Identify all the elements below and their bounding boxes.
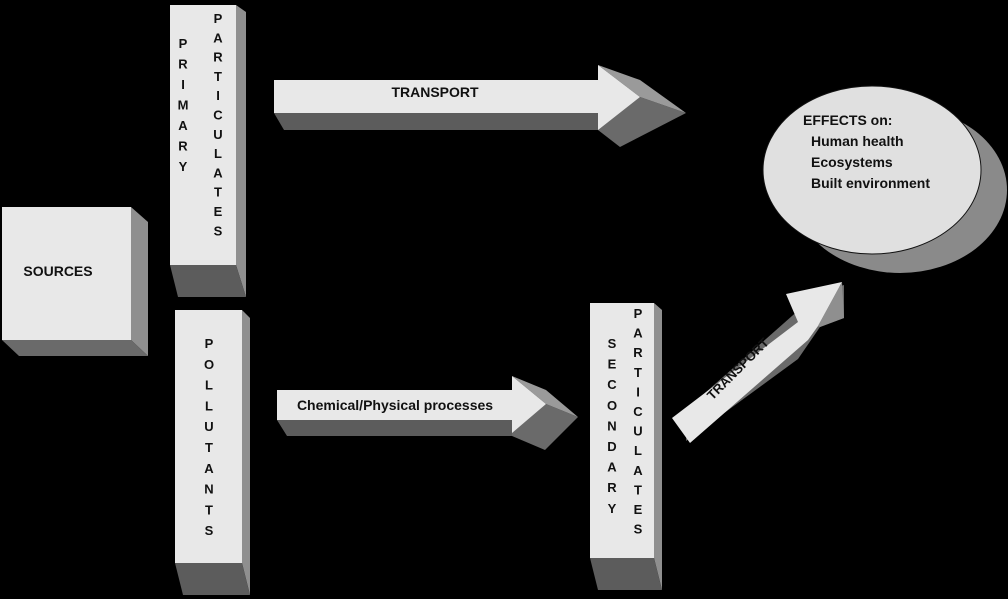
vertical-letter: A: [633, 326, 643, 341]
vertical-letter: T: [634, 482, 642, 497]
vertical-letter: P: [179, 36, 188, 51]
vertical-letter: E: [608, 357, 617, 372]
transport-top-label: TRANSPORT: [391, 84, 479, 100]
vertical-letter: S: [214, 223, 223, 238]
vertical-letter: A: [204, 461, 214, 476]
vertical-letter: L: [214, 146, 222, 161]
effects-title: EFFECTS on:: [803, 112, 892, 128]
vertical-letter: A: [633, 463, 643, 478]
vertical-letter: C: [607, 377, 617, 392]
transport-top-arrow: TRANSPORT: [274, 65, 686, 147]
vertical-letter: P: [205, 336, 214, 351]
vertical-letter: O: [204, 357, 214, 372]
vertical-letter: Y: [608, 501, 617, 516]
vertical-letter: A: [213, 30, 223, 45]
vertical-letter: P: [634, 306, 643, 321]
sources-label: SOURCES: [23, 263, 92, 279]
vertical-letter: T: [214, 185, 222, 200]
vertical-letter: L: [205, 398, 213, 413]
vertical-letter: I: [181, 77, 185, 92]
vertical-letter: A: [178, 118, 188, 133]
vertical-letter: U: [204, 419, 213, 434]
vertical-letter: U: [213, 127, 222, 142]
vertical-letter: T: [205, 440, 213, 455]
vertical-letter: O: [607, 398, 617, 413]
vertical-letter: L: [205, 378, 213, 393]
effects-item-built-environment: Built environment: [811, 175, 930, 191]
effects-ellipse: EFFECTS on: Human health Ecosystems Buil…: [762, 85, 1007, 273]
vertical-letter: E: [634, 502, 643, 517]
vertical-letter: C: [633, 404, 643, 419]
vertical-letter: E: [214, 204, 223, 219]
vertical-letter: T: [634, 365, 642, 380]
vertical-letter: S: [608, 336, 617, 351]
vertical-letter: A: [607, 460, 617, 475]
transport-diagonal-arrow: TRANSPORT: [672, 282, 844, 443]
vertical-letter: R: [178, 57, 188, 72]
vertical-letter: I: [636, 384, 640, 399]
vertical-letter: T: [205, 502, 213, 517]
vertical-letter: D: [607, 439, 616, 454]
effects-item-ecosystems: Ecosystems: [811, 154, 893, 170]
vertical-letter: R: [213, 50, 223, 65]
vertical-letter: N: [607, 418, 616, 433]
vertical-letter: A: [213, 165, 223, 180]
chemical-processes-arrow: Chemical/Physical processes: [277, 376, 578, 450]
sources-box: SOURCES: [2, 207, 148, 356]
vertical-letter: P: [214, 11, 223, 26]
vertical-letter: C: [213, 108, 223, 123]
vertical-letter: T: [214, 69, 222, 84]
vertical-letter: I: [216, 88, 220, 103]
vertical-letter: U: [633, 424, 642, 439]
vertical-letter: S: [634, 522, 643, 537]
vertical-letter: S: [205, 523, 214, 538]
effects-item-human-health: Human health: [811, 133, 904, 149]
vertical-letter: Y: [179, 159, 188, 174]
vertical-letter: R: [178, 139, 188, 154]
chemical-processes-label: Chemical/Physical processes: [297, 397, 493, 413]
vertical-letter: R: [607, 480, 617, 495]
vertical-letter: R: [633, 345, 643, 360]
vertical-letter: M: [178, 98, 189, 113]
vertical-letter: L: [634, 443, 642, 458]
vertical-letter: N: [204, 482, 213, 497]
